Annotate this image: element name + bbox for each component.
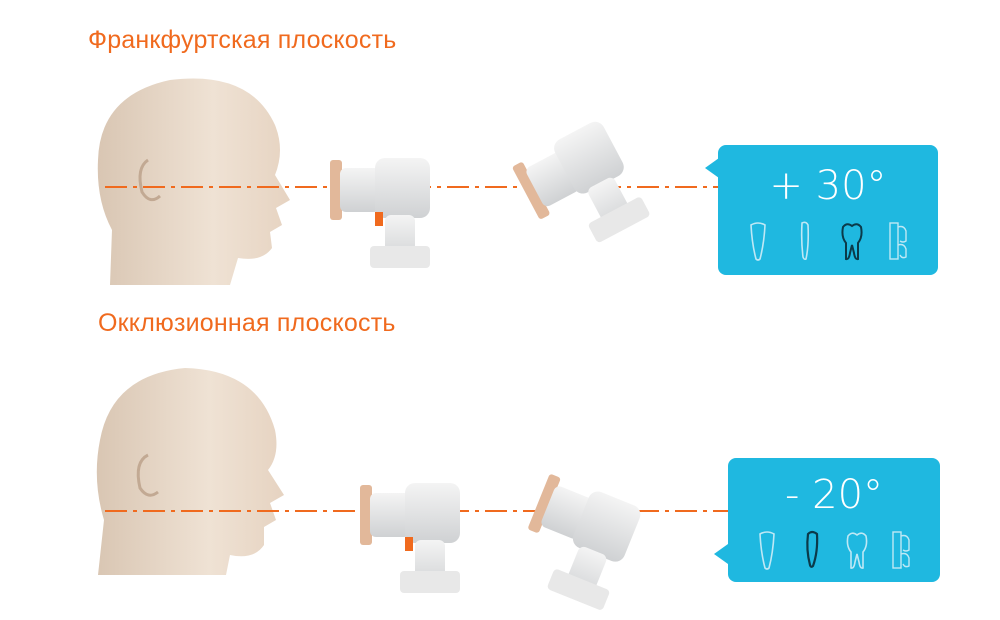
incisor-icon (758, 531, 775, 570)
angle-callout-top: + 30° (718, 145, 938, 275)
canine-icon (805, 530, 818, 568)
xray-device-straight-top (330, 158, 430, 268)
head-profile-top (97, 78, 291, 285)
angle-callout-bottom: - 20° (728, 458, 940, 582)
angle-value: + 30° (769, 163, 887, 209)
xray-device-tilted-top (512, 121, 650, 243)
callout-pointer-bottom (714, 544, 728, 564)
xray-sensor-icon (888, 222, 907, 260)
molar-icon (840, 223, 863, 261)
xray-device-tilted-bottom (528, 474, 641, 610)
xray-sensor-icon (891, 531, 910, 569)
tooth-icon-row (728, 528, 940, 572)
head-profile-bottom (96, 368, 284, 575)
occlusal-plane-title: Окклюзионная плоскость (98, 309, 396, 337)
xray-device-straight-bottom (360, 483, 460, 593)
canine-icon (800, 221, 809, 261)
molar-icon (846, 532, 867, 569)
frankfurt-plane-title: Франкфуртская плоскость (88, 26, 397, 54)
callout-pointer-top (705, 158, 719, 178)
angle-value: - 20° (784, 472, 884, 518)
tooth-icon-row (718, 219, 938, 263)
incisor-icon (749, 222, 766, 261)
